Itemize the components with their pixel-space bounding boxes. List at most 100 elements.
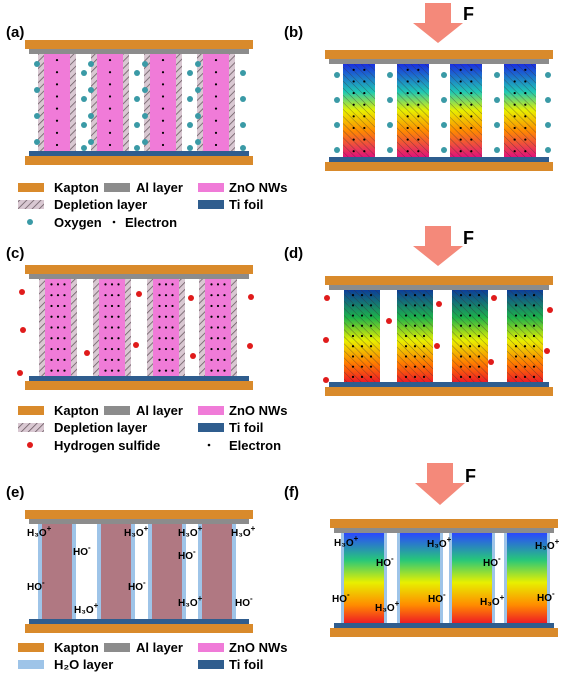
panel-e-diagram: H₃O+H₃O+H₃O+H₃O+H₃O+H₃O+HO-HO-HO-HO-HO- [25,510,256,633]
electron-dot [459,345,463,348]
electron-dot [422,355,426,358]
electron-dot [210,294,213,297]
electron-dot [56,283,60,286]
oxygen-molecule [195,139,201,145]
electron-dot [514,365,518,368]
hydrogen-sulfide-molecule [386,318,392,324]
electron-dot [417,68,420,71]
legend-kapton-label: Kapton [54,640,99,655]
oxygen-molecule [195,87,201,93]
electron-dot [360,345,364,348]
electron-dot [56,294,60,297]
electron-dot [55,143,59,147]
electron-dot [158,347,161,351]
zno-nanowire-strained [344,533,384,623]
electron-dot [404,294,408,297]
electron-dot [369,304,373,307]
oxygen-molecule [187,145,193,151]
electron-dot [171,315,174,318]
electron-dot [63,304,66,308]
oxygen-molecule [88,139,94,145]
electron-dot [369,365,373,368]
electron-dot [161,119,165,122]
electron-dot [104,337,107,340]
hydroxide-ion-label: HO- [178,547,196,562]
electron-dot [459,355,463,358]
hydrogen-sulfide-molecule [323,337,329,343]
electron-dot [417,150,420,153]
electron-dot [55,131,59,134]
panel-label-e: (e) [6,484,24,501]
hydroxide-ion-label: HO- [428,590,446,605]
electron-dot [413,334,417,338]
kapton-layer-bottom [25,624,253,633]
oxygen-molecule [142,113,148,119]
panel-label-f: (f) [284,484,299,501]
hydronium-ion-label: H₃O+ [178,524,203,539]
hydronium-ion-label: H₃O+ [427,535,452,550]
force-label-d: F [463,228,474,248]
electron-dot [223,358,226,361]
hydrogen-sulfide-molecule [133,342,139,348]
electron-dot [524,150,527,153]
electron-dot [413,314,417,317]
legend-electron-icon [207,443,211,447]
panel-c-diagram [17,265,254,390]
electron-dot [352,68,355,71]
legend-ti-label: Ti foil [229,197,263,212]
electron-dot [514,375,518,378]
electron-dot [532,324,536,327]
electron-dot [422,304,426,307]
electron-dot [360,375,364,378]
electron-dot [523,294,527,297]
electron-dot [171,347,174,351]
electron-dot [513,126,516,130]
electron-dot [363,91,366,95]
electron-dot [56,358,60,361]
electron-dot [532,304,536,307]
electron-dot [422,294,426,297]
ti-foil [29,151,249,156]
electron-dot [524,126,527,130]
oxygen-molecule [142,139,148,145]
electron-dot [513,68,516,71]
oxygen-molecule [334,122,340,128]
electron-dot [216,294,220,297]
electron-dot [216,369,220,372]
electron-dot [360,365,364,368]
hydronium-ion-label: H₃O+ [334,534,359,549]
kapton-layer-bottom [325,162,553,171]
electron-dot [104,283,107,286]
hydrogen-sulfide-molecule [436,301,442,307]
electron-dot [459,80,462,83]
electron-dot [413,355,417,358]
electron-dot [351,355,355,358]
electron-dot [161,131,165,134]
electron-dot [532,345,536,348]
electron-dot [360,294,364,297]
electron-dot [514,355,518,358]
electron-dot [63,326,66,329]
electron-dot [110,304,114,308]
legend-oxygen-icon [27,219,33,225]
electron-dot [164,337,168,340]
electron-dot [164,283,168,286]
electron-dot [110,347,114,351]
ti-foil [29,376,249,381]
electron-dot [352,91,355,95]
electron-dot [104,347,107,351]
electron-dot [417,80,420,83]
electron-dot [50,315,53,318]
depletion-layer [343,64,375,157]
hydrogen-sulfide-molecule [547,307,553,313]
ti-foil [334,623,554,628]
legend-zno-swatch [198,183,224,192]
depletion-layer [504,64,536,157]
electron-dot [108,71,112,74]
electron-dot [477,375,481,378]
electron-dot [369,324,373,327]
oxygen-molecule [142,87,148,93]
electron-dot [216,304,220,308]
electron-dot [477,365,481,368]
